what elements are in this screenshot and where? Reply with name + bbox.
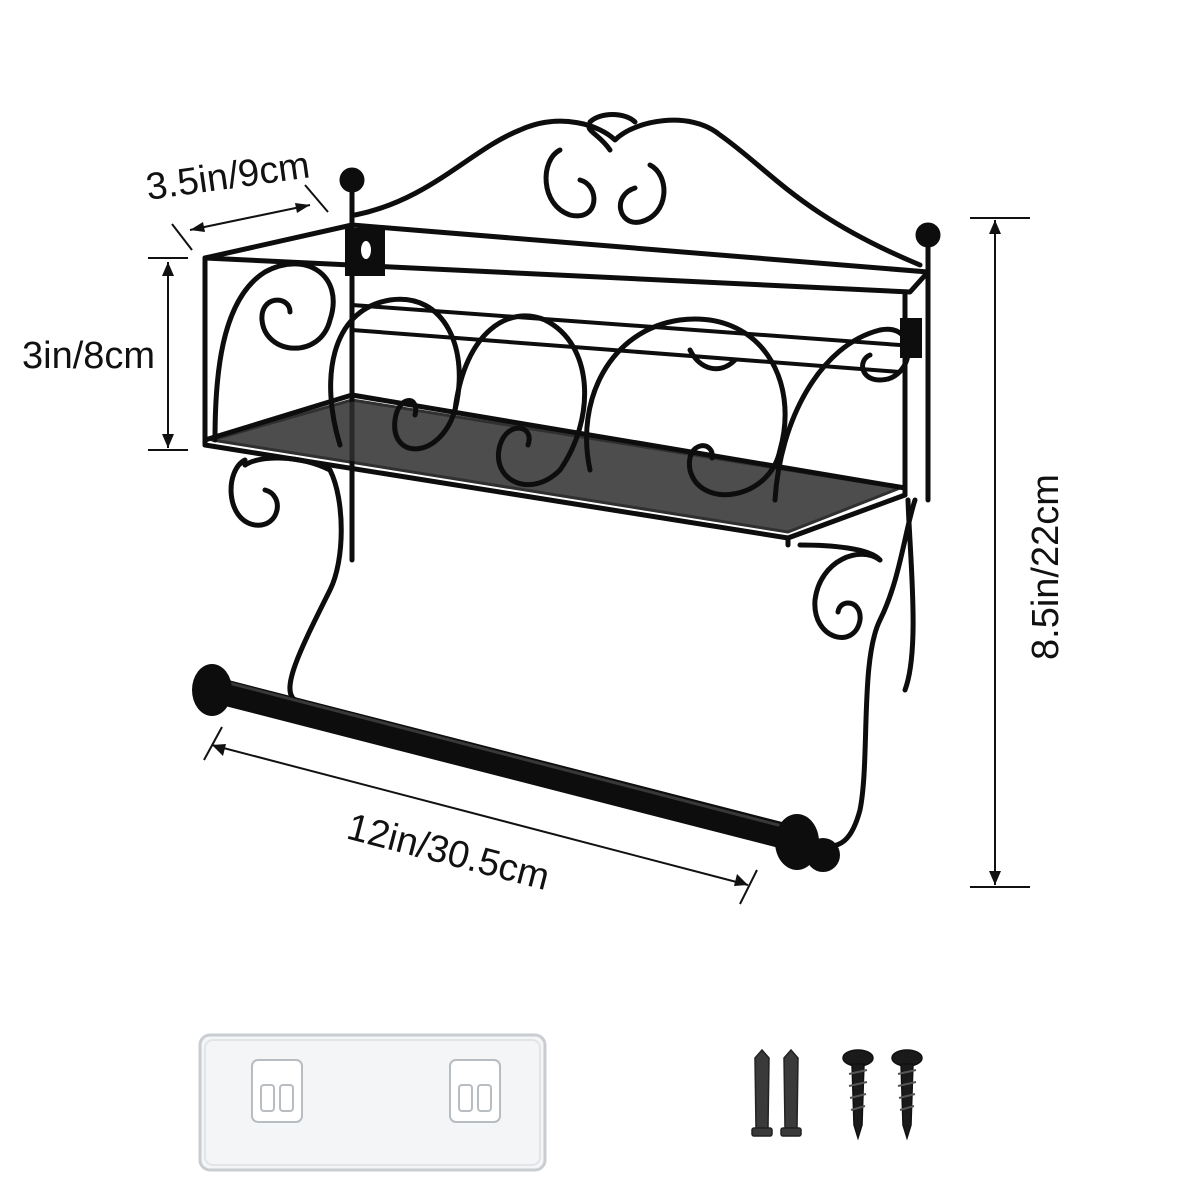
adhesive-hook-left bbox=[251, 1059, 303, 1123]
shelf-height-dimension-line bbox=[148, 257, 188, 451]
total-height-dimension-line bbox=[970, 217, 1030, 888]
finial-right bbox=[915, 222, 941, 248]
adhesive-hook-plate bbox=[198, 1033, 547, 1172]
screw-right bbox=[891, 1049, 923, 1141]
basket-frame bbox=[202, 222, 931, 548]
depth-dimension-line bbox=[171, 184, 329, 251]
wall-rack bbox=[192, 112, 941, 872]
basket-scrollwork bbox=[212, 261, 911, 503]
width-label: 12in/30.5cm bbox=[343, 806, 554, 899]
total-height-label: 8.5in/22cm bbox=[1025, 474, 1067, 660]
left-bracket-scroll bbox=[228, 455, 344, 703]
width-dimension-line bbox=[203, 726, 758, 905]
mesh-floor bbox=[210, 398, 902, 534]
wall-anchor-pair bbox=[751, 1048, 802, 1137]
bar-knob-right bbox=[806, 838, 840, 872]
right-bracket-scroll bbox=[797, 497, 918, 849]
wall-anchor-left bbox=[751, 1048, 773, 1137]
screw-pair bbox=[842, 1049, 923, 1141]
finial-left bbox=[339, 167, 365, 193]
dimension-lines bbox=[148, 184, 1030, 905]
shelf-height-label: 3in/8cm bbox=[22, 335, 155, 377]
towel-bar bbox=[202, 677, 813, 853]
top-crest-scroll bbox=[352, 112, 923, 268]
screw-left bbox=[842, 1049, 874, 1141]
wall-anchor-right bbox=[780, 1048, 802, 1137]
depth-label: 3.5in/9cm bbox=[143, 144, 312, 209]
bar-end-cap-left bbox=[192, 664, 232, 716]
adhesive-hook-right bbox=[449, 1059, 501, 1123]
keyhole-slot-left bbox=[361, 241, 371, 259]
